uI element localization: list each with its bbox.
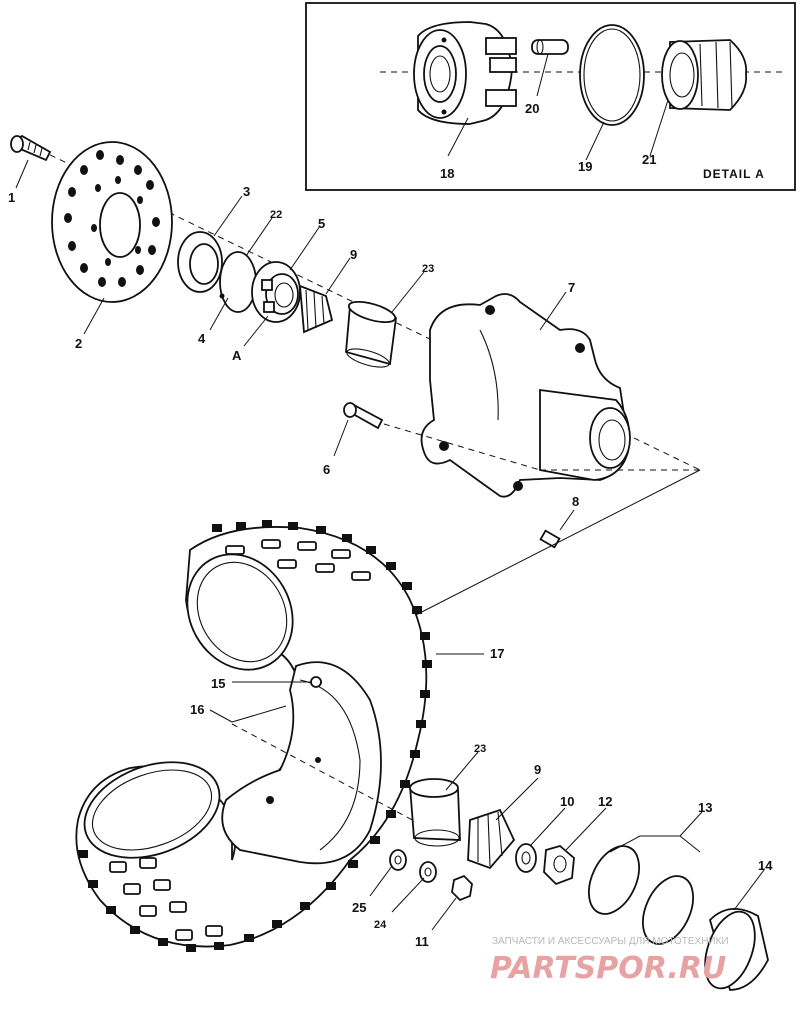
part-25-washer [389, 849, 407, 871]
callout-9-upper: 9 [350, 247, 357, 262]
part-15-valve [310, 676, 322, 688]
part-2-brake-disc [51, 141, 173, 303]
callout-7: 7 [568, 280, 575, 295]
detail-a-panel: 18 19 20 21 DETAIL A [305, 2, 796, 191]
part-3-seal [177, 231, 223, 293]
part-9-bearing-upper [298, 284, 334, 334]
watermark: ЗАПЧАСТИ И АКСЕССУАРЫ ДЛЯ МОТОТЕХНИКИ PA… [490, 936, 729, 986]
part-8-grease-fitting [539, 529, 561, 549]
callout-16: 16 [190, 702, 204, 717]
callout-9-lower: 9 [534, 762, 541, 777]
part-10-washer [515, 843, 537, 873]
lower-callouts: 17 15 16 23 9 10 12 13 14 25 24 11 [190, 646, 773, 949]
upper-leaders [15, 159, 575, 531]
part-7-hub [420, 293, 631, 498]
lower-leaders [209, 653, 765, 931]
callout-5: 5 [318, 216, 325, 231]
part-18-drive-hub [413, 21, 517, 125]
callout-15: 15 [211, 676, 225, 691]
callout-17: 17 [490, 646, 504, 661]
callout-14: 14 [758, 858, 773, 873]
callout-11: 11 [415, 934, 429, 949]
part-1-bolt [10, 134, 52, 162]
detail-a-label: DETAIL A [703, 167, 765, 181]
part-12-castle-nut [543, 845, 575, 886]
part-19-o-ring [579, 24, 645, 126]
callout-13: 13 [698, 800, 712, 815]
part-23-race-lower [409, 778, 461, 847]
callout-a: A [232, 348, 242, 363]
callout-1: 1 [8, 190, 15, 205]
callout-6: 6 [323, 462, 330, 477]
callout-8: 8 [572, 494, 579, 509]
part-14-hub-cap [704, 908, 769, 991]
part-11-lug-nut [451, 874, 473, 902]
watermark-brand: PARTSPOR.RU [490, 951, 726, 986]
callout-20: 20 [525, 101, 539, 116]
part-5-drive-hub-a [251, 261, 301, 323]
part-23-race-upper [345, 300, 397, 368]
callout-2: 2 [75, 336, 82, 351]
part-21-castle-nut [661, 39, 748, 111]
callout-19: 19 [578, 159, 592, 174]
callout-18: 18 [440, 166, 454, 181]
callout-23-lower: 23 [474, 743, 486, 755]
callout-3: 3 [243, 184, 250, 199]
callout-4: 4 [198, 331, 206, 346]
watermark-tagline: ЗАПЧАСТИ И АКСЕССУАРЫ ДЛЯ МОТОТЕХНИКИ [492, 936, 729, 947]
part-20-pin [531, 39, 569, 55]
callout-22: 22 [270, 209, 282, 221]
part-6-bolt [343, 402, 384, 430]
callout-10: 10 [560, 794, 574, 809]
part-24-lock-washer [419, 861, 437, 883]
callout-25: 25 [352, 900, 366, 915]
callout-12: 12 [598, 794, 612, 809]
callout-23-upper: 23 [422, 263, 434, 275]
part-9-bearing-lower [467, 808, 516, 870]
callout-21: 21 [642, 152, 656, 167]
callout-24: 24 [374, 919, 387, 931]
part-13-o-rings [588, 845, 694, 945]
part-16-wheel-rim [221, 661, 382, 865]
upper-callouts: 1 2 3 22 4 5 A 9 23 7 6 8 [8, 184, 579, 509]
